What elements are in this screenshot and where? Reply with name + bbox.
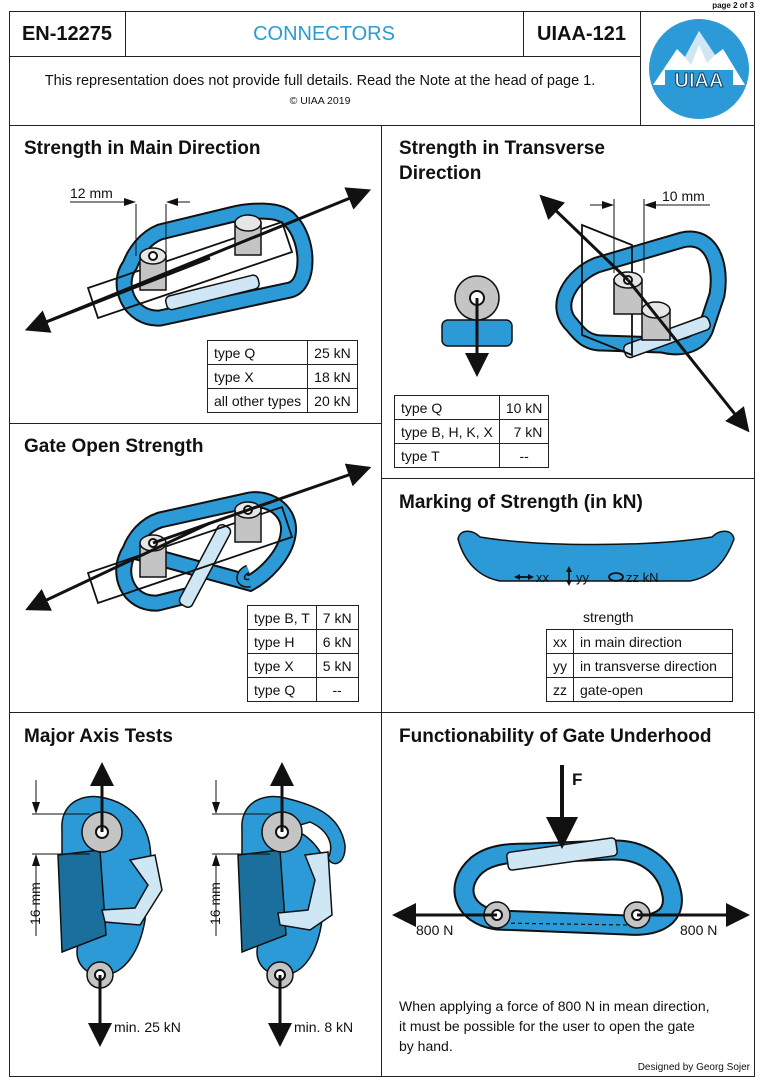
type-cell: type Q [394, 395, 500, 420]
header-col-divider-3 [640, 11, 641, 125]
type-cell: all other types [206, 388, 309, 413]
right-force-value: 800 N [680, 922, 717, 938]
type-cell: type X [247, 653, 317, 678]
code-cell: yy [546, 653, 574, 678]
force-label: F [572, 770, 582, 789]
notice-text: This representation does not provide ful… [44, 73, 596, 89]
transverse-illustration: 10 mm [441, 188, 750, 433]
value-cell: -- [498, 443, 550, 468]
mark-xx: xx [536, 570, 550, 585]
type-cell: type H [247, 629, 317, 654]
underhood-title: Functionability of Gate Underhood [399, 726, 712, 747]
value-cell: 25 kN [307, 340, 358, 365]
value-cell: 20 kN [307, 388, 358, 413]
table-row: type T-- [394, 443, 550, 468]
underhood-illustration: F 800 N 800 N [392, 765, 750, 938]
code-cell: xx [546, 629, 574, 654]
row-divider [9, 712, 755, 713]
table-row: type Q-- [247, 677, 359, 702]
type-cell: type T [394, 443, 500, 468]
standard-code: EN-12275 [21, 22, 113, 45]
meaning-cell: in transverse direction [573, 653, 733, 678]
left-dimension-label: 16 mm [27, 882, 43, 925]
header-col-divider-2 [523, 11, 524, 56]
type-cell: type Q [206, 340, 309, 365]
header-col-divider-1 [125, 11, 126, 56]
left-force-label: min. 25 kN [114, 1019, 181, 1035]
gate-open-illustration [25, 463, 372, 612]
type-cell: type X [206, 364, 309, 389]
right-force-label: min. 8 kN [294, 1019, 353, 1035]
value-cell: 7 kN [315, 605, 359, 630]
transverse-dimension-label: 10 mm [662, 188, 705, 204]
right-specimen: 16 mm min. 8 kN [207, 762, 353, 1047]
code-cell: zz [546, 677, 574, 702]
type-cell: type B, H, K, X [394, 419, 500, 444]
type-cell: type Q [247, 677, 317, 702]
mark-yy: yy [576, 570, 590, 585]
meaning-cell: in main direction [573, 629, 733, 654]
marking-legend-header: strength [583, 609, 634, 625]
header-divider [9, 56, 640, 57]
value-cell: -- [315, 677, 359, 702]
main-dimension-label: 12 mm [70, 185, 113, 201]
transverse-title-line1: Strength in Transverse [399, 138, 605, 159]
value-cell: 10 kN [498, 395, 550, 420]
main-direction-title: Strength in Main Direction [24, 138, 261, 159]
value-cell: 18 kN [307, 364, 358, 389]
left-force-value: 800 N [416, 922, 453, 938]
main-direction-illustration: 12 mm [24, 185, 372, 333]
page-frame [9, 11, 755, 1077]
value-cell: 7 kN [498, 419, 550, 444]
marking-title: Marking of Strength (in kN) [399, 492, 643, 513]
underhood-caption: When applying a force of 800 N in mean d… [399, 996, 751, 1056]
right-divider-1 [381, 478, 755, 479]
right-dimension-label: 16 mm [207, 882, 223, 925]
caption-line: When applying a force of 800 N in mean d… [399, 998, 710, 1014]
mark-zz: zz kN [626, 570, 659, 585]
left-specimen: 16 mm min. 25 kN [27, 762, 181, 1047]
major-axis-illustration: 16 mm min. 25 kN 16 mm min. 8 kN [27, 762, 353, 1047]
value-cell: 5 kN [315, 653, 359, 678]
copyright-text: © UIAA 2019 [289, 95, 351, 107]
caption-line: by hand. [399, 1038, 453, 1054]
center-divider [381, 125, 382, 1077]
value-cell: 6 kN [315, 629, 359, 654]
left-divider-1 [9, 423, 381, 424]
category-title: CONNECTORS [253, 22, 395, 45]
gate-open-title: Gate Open Strength [24, 436, 204, 457]
marking-illustration: xx yy zz kN [457, 530, 735, 586]
caption-line: it must be possible for the user to open… [399, 1018, 695, 1034]
transverse-title-line2: Direction [399, 163, 482, 184]
designer-credit: Designed by Georg Sojer [637, 1062, 750, 1073]
header-bottom-divider [9, 125, 755, 126]
page-indicator: page 2 of 3 [712, 1, 754, 10]
type-cell: type B, T [247, 605, 317, 630]
logo-text: UIAA [675, 70, 724, 92]
uiaa-logo: UIAA [649, 19, 749, 119]
meaning-cell: gate-open [573, 677, 733, 702]
gate-open-icon [608, 572, 624, 582]
major-axis-title: Major Axis Tests [24, 726, 173, 747]
uiaa-standard-code: UIAA-121 [537, 22, 626, 45]
